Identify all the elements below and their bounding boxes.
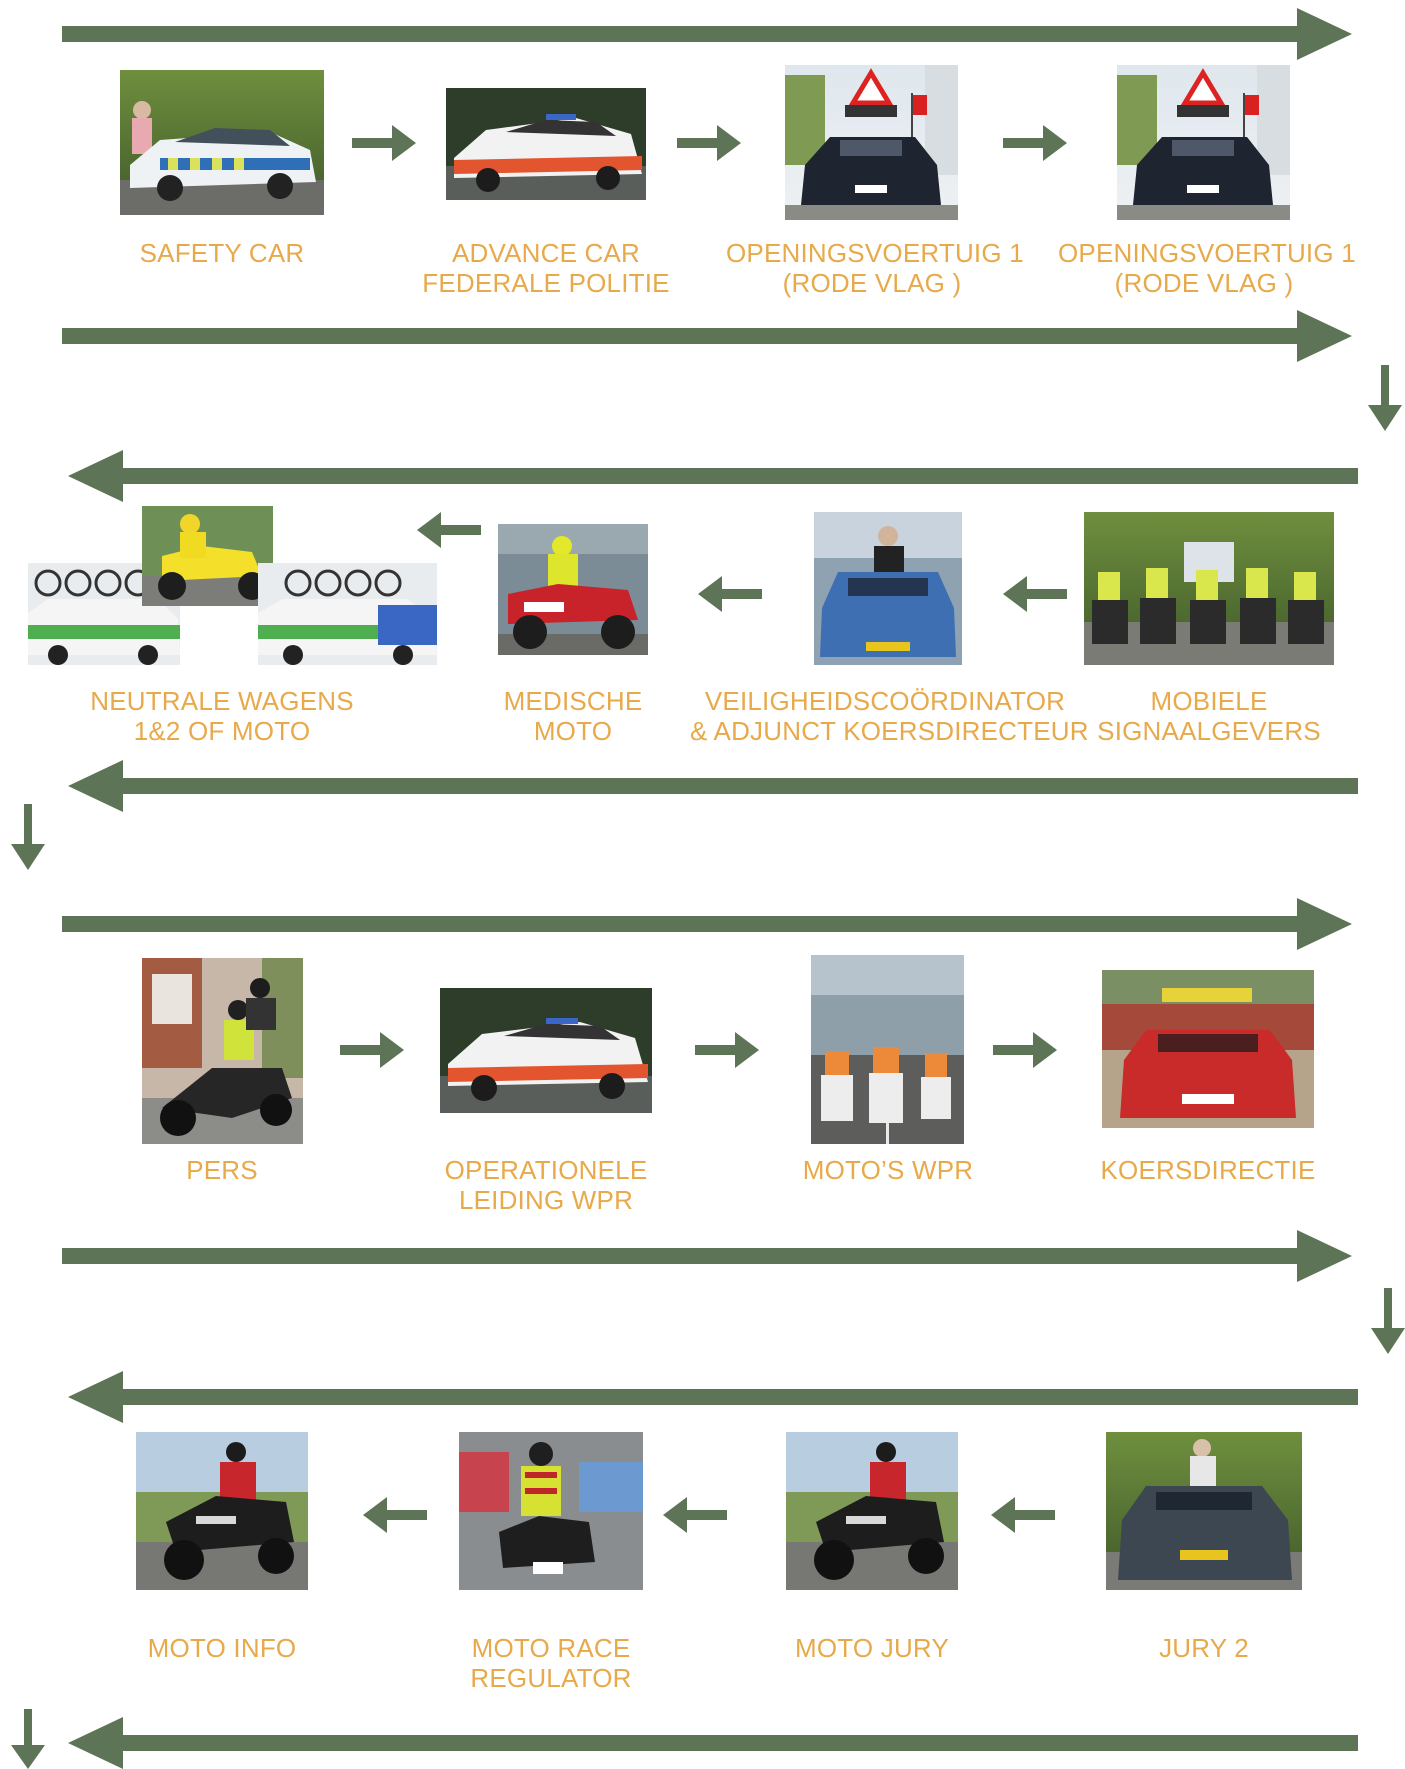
short-arrow-left	[1003, 576, 1067, 612]
label-line: REGULATOR	[470, 1663, 632, 1693]
label-line: FEDERALE POLITIE	[422, 268, 670, 298]
label-line: MOTO’S WPR	[802, 1155, 974, 1185]
safety-coordinator-photo	[814, 512, 962, 665]
label-line: KOERSDIRECTIE	[1100, 1155, 1316, 1185]
short-arrow-left	[698, 576, 762, 612]
label-neutrale-wagens: NEUTRALE WAGENS 1&2 OF MOTO	[86, 686, 358, 746]
label-medische-moto: MEDISCHE MOTO	[468, 686, 678, 746]
police-car-photo	[446, 88, 646, 200]
long-arrow-left-top-4	[68, 1371, 1358, 1423]
label-line: MOTO JURY	[795, 1633, 949, 1663]
short-arrow-left	[991, 1497, 1055, 1533]
label-openingsvoertuig-2: OPENINGSVOERTUIG 1 (RODE VLAG )	[1058, 238, 1356, 298]
label-advance-car: ADVANCE CAR FEDERALE POLITIE	[416, 238, 676, 298]
long-arrow-right-bottom-3	[62, 1230, 1352, 1282]
label-motos-wpr: MOTO’S WPR	[758, 1155, 1018, 1185]
race-regulator-photo	[459, 1432, 643, 1590]
label-line: MEDISCHE	[503, 686, 643, 716]
label-line: MOTO RACE	[471, 1633, 631, 1663]
race-direction-car-photo	[1102, 970, 1314, 1128]
short-arrow-right	[352, 125, 416, 161]
short-arrow-right	[695, 1032, 759, 1068]
label-jury-2: JURY 2	[1094, 1633, 1314, 1663]
long-arrow-right-top	[62, 8, 1352, 60]
safety-car-photo	[120, 70, 324, 215]
short-arrow-right	[1003, 125, 1067, 161]
label-line: MOBIELE	[1150, 686, 1268, 716]
label-veiligheidscoordinator: VEILIGHEIDSCOÖRDINATOR & ADJUNCT KOERSDI…	[690, 686, 1089, 746]
short-arrow-left	[417, 512, 481, 548]
label-line: MOTO INFO	[147, 1633, 297, 1663]
short-arrow-right	[340, 1032, 404, 1068]
down-arrow-left-2	[11, 1709, 45, 1769]
neutral-car-photo-left	[28, 563, 180, 665]
jury-moto-photo	[786, 1432, 958, 1590]
short-arrow-right	[677, 125, 741, 161]
label-safety-car: SAFETY CAR	[122, 238, 322, 268]
label-line: 1&2 OF MOTO	[133, 716, 311, 746]
label-line: SAFETY CAR	[139, 238, 305, 268]
opening-vehicle-photo	[1117, 65, 1290, 220]
label-line: OPERATIONELE	[444, 1155, 648, 1185]
label-mobiele-signaalgevers: MOBIELE SIGNAALGEVERS	[1084, 686, 1334, 746]
neutral-moto-photo	[142, 506, 273, 606]
label-line: MOTO	[533, 716, 613, 746]
label-moto-jury: MOTO JURY	[762, 1633, 982, 1663]
short-arrow-right	[993, 1032, 1057, 1068]
label-line: OPENINGSVOERTUIG 1	[726, 238, 1024, 268]
label-koersdirectie: KOERSDIRECTIE	[1078, 1155, 1338, 1185]
label-line: NEUTRALE WAGENS	[90, 686, 354, 716]
opening-vehicle-photo	[785, 65, 958, 220]
down-arrow-right-1	[1368, 365, 1402, 431]
label-moto-info: MOTO INFO	[112, 1633, 332, 1663]
medical-moto-photo	[498, 524, 648, 655]
label-line: SIGNAALGEVERS	[1097, 716, 1321, 746]
label-moto-race-regulator: MOTO RACE REGULATOR	[421, 1633, 681, 1693]
long-arrow-right-top-3	[62, 898, 1352, 950]
neutral-car-photo-right	[258, 563, 437, 665]
long-arrow-right-bottom	[62, 310, 1352, 362]
label-line: (RODE VLAG )	[1114, 268, 1294, 298]
label-pers: PERS	[122, 1155, 322, 1185]
label-line: (RODE VLAG )	[782, 268, 962, 298]
label-line: JURY 2	[1159, 1633, 1249, 1663]
label-line: PERS	[186, 1155, 258, 1185]
police-motos-photo	[811, 955, 964, 1144]
label-line: LEIDING WPR	[458, 1185, 634, 1215]
long-arrow-left-bottom-4	[68, 1717, 1358, 1769]
label-line: & ADJUNCT KOERSDIRECTEUR	[690, 716, 1089, 746]
short-arrow-left	[363, 1497, 427, 1533]
label-line: VEILIGHEIDSCOÖRDINATOR	[704, 686, 1066, 716]
signal-motos-photo	[1084, 512, 1334, 665]
info-moto-photo	[136, 1432, 308, 1590]
down-arrow-right-2	[1371, 1288, 1405, 1354]
long-arrow-left-bottom	[68, 760, 1358, 812]
jury-car-photo	[1106, 1432, 1302, 1590]
label-openingsvoertuig-1: OPENINGSVOERTUIG 1 (RODE VLAG )	[726, 238, 1024, 298]
label-operationele-leiding: OPERATIONELE LEIDING WPR	[416, 1155, 676, 1215]
press-moto-photo	[142, 958, 303, 1144]
police-car-photo	[440, 988, 652, 1113]
label-line: ADVANCE CAR	[451, 238, 641, 268]
long-arrow-left-top	[68, 450, 1358, 502]
short-arrow-left	[663, 1497, 727, 1533]
down-arrow-left-1	[11, 804, 45, 870]
label-line: OPENINGSVOERTUIG 1	[1058, 238, 1356, 268]
